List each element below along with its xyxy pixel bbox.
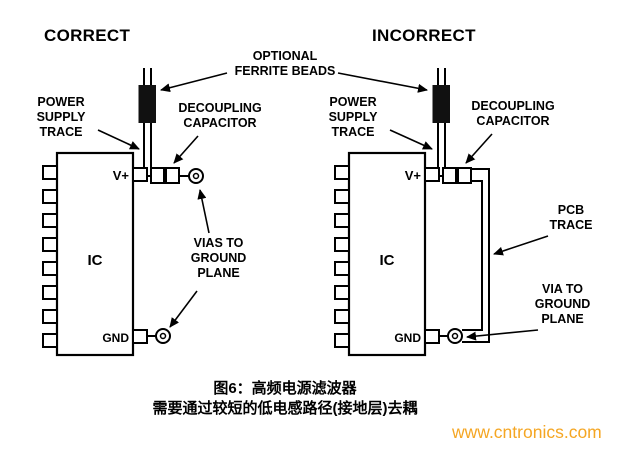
- right-gnd-label: GND: [394, 331, 421, 345]
- pin: [42, 165, 58, 180]
- arrow-vias-bottom: [169, 290, 198, 328]
- pin: [42, 309, 58, 324]
- pin: [42, 261, 58, 276]
- left-gnd-label: GND: [102, 331, 129, 345]
- pin: [42, 189, 58, 204]
- right-vplus-label: V+: [405, 168, 422, 183]
- right-ic-body: [347, 151, 427, 357]
- right-pcb-trace: [462, 168, 490, 343]
- pin: [334, 333, 350, 348]
- left-gnd-pin: [132, 329, 148, 344]
- arrow-ferrite-left: [160, 72, 228, 93]
- left-vplus-label: V+: [113, 168, 130, 183]
- pin: [334, 261, 350, 276]
- right-gnd-pin: [424, 329, 440, 344]
- pin: [42, 333, 58, 348]
- left-power-supply-trace-label: POWER SUPPLY TRACE: [36, 95, 86, 139]
- left-ic-body: [55, 151, 135, 357]
- left-ferrite-bead: [138, 85, 156, 123]
- ferrite-beads-label: OPTIONAL FERRITE BEADS: [234, 49, 336, 78]
- left-ic-label: IC: [88, 252, 103, 269]
- arrow-ferrite-right: [337, 72, 428, 93]
- caption-line-1: 图6：高频电源滤波器: [213, 380, 357, 397]
- arrow-vias-top: [197, 189, 210, 234]
- right-power-supply-trace-label: POWER SUPPLY TRACE: [328, 95, 378, 139]
- left-ic-pins: [42, 165, 58, 348]
- vias-to-ground-plane-label: VIAS TO GROUND PLANE: [190, 236, 247, 280]
- watermark-url: www.cntronics.com: [452, 422, 602, 442]
- pin: [42, 237, 58, 252]
- pin: [42, 213, 58, 228]
- left-decoupling-capacitor-label: DECOUPLING CAPACITOR: [178, 101, 262, 130]
- right-diagram: V+ IC GND: [334, 68, 490, 357]
- pin: [334, 213, 350, 228]
- arrow-decoupling-left: [173, 135, 199, 164]
- pin: [334, 309, 350, 324]
- right-ferrite-bead: [432, 85, 450, 123]
- via-to-ground-plane-label: VIA TO GROUND PLANE: [534, 282, 591, 326]
- right-decoupling-capacitor-label: DECOUPLING CAPACITOR: [471, 99, 555, 128]
- arrow-power-trace-left: [97, 129, 140, 150]
- left-via-bottom: [155, 328, 171, 344]
- right-ic-label: IC: [380, 252, 395, 269]
- pin: [334, 165, 350, 180]
- pcb-trace-label: PCB TRACE: [549, 203, 593, 232]
- arrow-power-trace-right: [389, 129, 433, 150]
- callout-arrows: [97, 72, 549, 341]
- arrow-via-right: [466, 329, 539, 341]
- left-title: CORRECT: [44, 26, 131, 45]
- right-title: INCORRECT: [372, 26, 476, 45]
- left-decoupling-capacitor: [147, 167, 189, 184]
- left-via-top: [188, 168, 204, 184]
- pin: [42, 285, 58, 300]
- right-via-bottom: [447, 328, 463, 344]
- pin: [334, 237, 350, 252]
- arrow-pcb-trace: [493, 235, 549, 256]
- pin: [334, 189, 350, 204]
- right-ic-pins: [334, 165, 350, 348]
- left-diagram: V+ IC GND: [42, 68, 204, 357]
- right-vplus-pin: [424, 167, 440, 182]
- arrow-decoupling-right: [465, 133, 493, 164]
- caption-line-2: 需要通过较短的低电感路径(接地层)去耦: [152, 400, 418, 417]
- right-decoupling-capacitor: [439, 167, 472, 184]
- left-vplus-pin: [132, 167, 148, 182]
- pin: [334, 285, 350, 300]
